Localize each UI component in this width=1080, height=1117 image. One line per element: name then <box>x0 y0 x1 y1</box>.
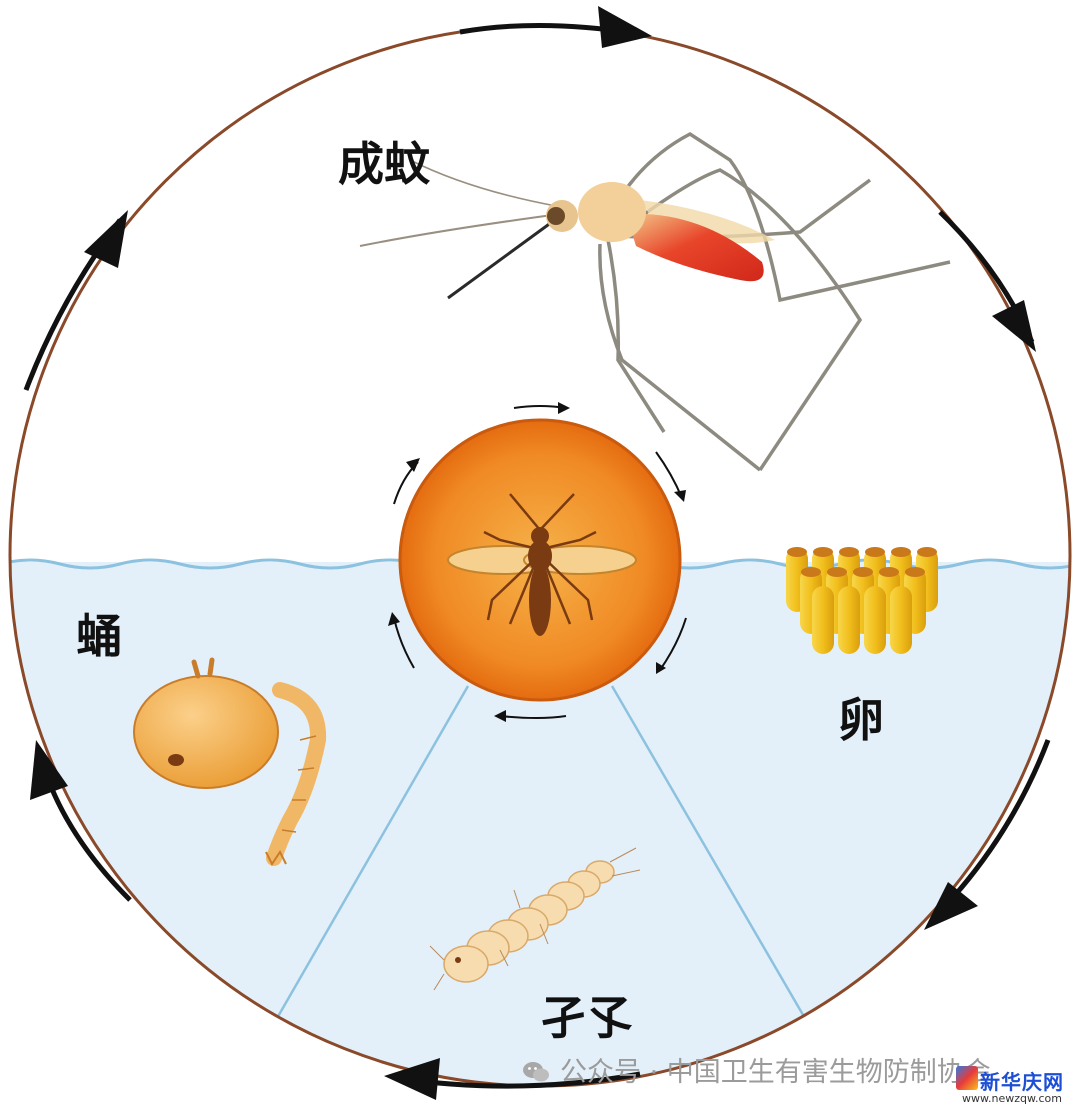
arrowhead-left-lower-icon <box>30 740 68 800</box>
arrowhead-left-upper-icon <box>84 210 128 268</box>
pupa-illustration <box>133 657 327 866</box>
site-mark: 新华庆网 www.newzqw.com <box>956 1066 1068 1105</box>
wechat-watermark: 公众号 · 中国卫生有害生物防制协会 <box>522 1050 991 1089</box>
wechat-icon <box>523 1062 549 1082</box>
stage-label-larva: 孑孓 <box>540 991 632 1045</box>
inner-arrowheads <box>388 402 686 722</box>
site-url: www.newzqw.com <box>962 1092 1062 1105</box>
outer-arrowheads <box>30 6 1036 1100</box>
stage-label-pupa: 蛹 <box>76 609 122 663</box>
stage-label-egg: 卵 <box>838 693 884 747</box>
arrowhead-right-upper-icon <box>992 300 1036 352</box>
site-name: 新华庆网 <box>980 1070 1064 1094</box>
larva-illustration <box>429 847 641 991</box>
stage-label-adult: 成蚊 <box>338 137 430 191</box>
egg-raft-illustration <box>786 547 938 654</box>
watermark-text: 公众号 · 中国卫生有害生物防制协会 <box>560 1057 991 1088</box>
wedge-line-right <box>610 685 808 1021</box>
center-mosquito-icon <box>447 493 637 636</box>
site-logo-icon <box>956 1066 978 1090</box>
arrowhead-bottom-icon <box>384 1058 440 1100</box>
center-disc <box>398 418 682 702</box>
arrowhead-top-icon <box>598 6 652 48</box>
wedge-line-left <box>274 685 470 1021</box>
adult-mosquito-illustration <box>359 131 951 472</box>
arrowhead-right-lower-icon <box>924 882 978 930</box>
